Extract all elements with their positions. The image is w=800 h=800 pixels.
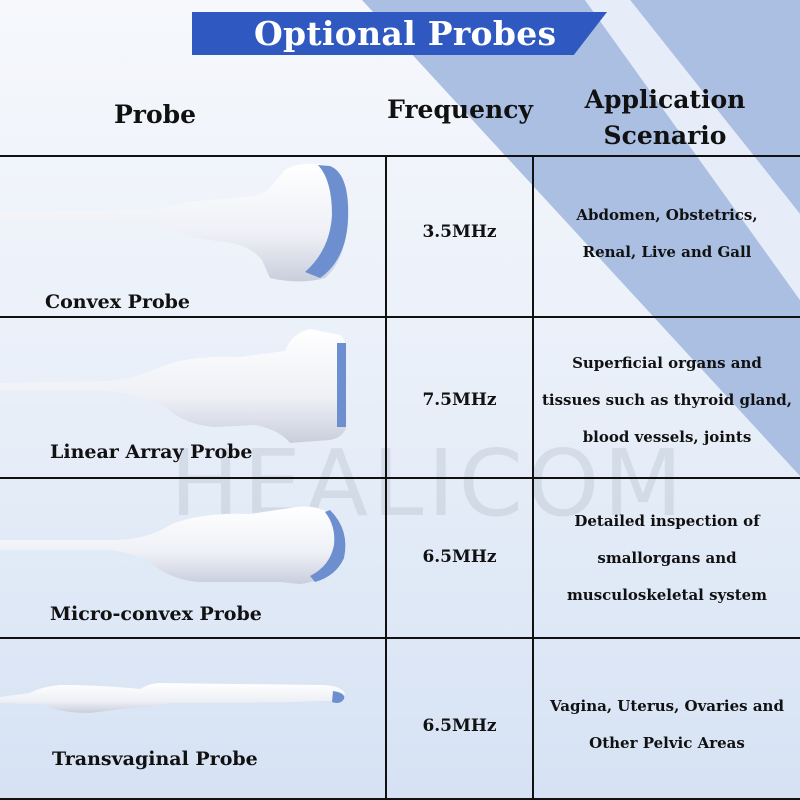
table-divider	[0, 155, 800, 157]
application-line: Other Pelvic Areas	[589, 734, 745, 752]
application-line: tissues such as thyroid gland,	[541, 391, 793, 409]
application-line: Superficial organs and	[572, 354, 762, 372]
frequency-value: 7.5MHz	[422, 390, 497, 410]
frequency-value: 3.5MHz	[422, 222, 497, 242]
application-line: Abdomen, Obstetrics,	[576, 206, 758, 224]
column-header-application-line1: Application	[584, 85, 746, 114]
frequency-value: 6.5MHz	[422, 547, 497, 567]
application-line: Detailed inspection of	[574, 512, 760, 530]
column-header-probe: Probe	[113, 100, 197, 129]
application-line: musculoskeletal system	[566, 586, 768, 604]
frequency-value: 6.5MHz	[422, 716, 497, 736]
application-line: Vagina, Uterus, Ovaries and	[550, 697, 784, 715]
convex-probe-icon	[0, 163, 349, 282]
probe-name: Micro-convex Probe	[50, 603, 262, 625]
table-divider	[0, 798, 800, 800]
probe-name: Transvaginal Probe	[52, 748, 258, 770]
page-title: Optional Probes	[254, 14, 557, 53]
application-text: Abdomen, Obstetrics, Renal, Live and Gal…	[534, 197, 800, 271]
title-banner: Optional Probes	[192, 12, 607, 55]
table-divider	[0, 637, 800, 639]
application-text: Superficial organs and tissues such as t…	[534, 345, 800, 456]
transvaginal-probe-icon	[0, 683, 345, 713]
table-divider	[0, 316, 800, 318]
column-divider	[532, 155, 534, 800]
column-header-application: Application Scenario	[560, 82, 770, 154]
column-header-application-line2: Scenario	[603, 121, 727, 150]
probe-name: Linear Array Probe	[50, 441, 253, 463]
table-divider	[0, 477, 800, 479]
application-line: smallorgans and	[597, 549, 737, 567]
application-line: Renal, Live and Gall	[582, 243, 752, 261]
micro-convex-probe-icon	[0, 506, 346, 584]
column-divider	[385, 155, 387, 800]
probe-name: Convex Probe	[45, 291, 191, 313]
application-text: Vagina, Uterus, Ovaries and Other Pelvic…	[534, 688, 800, 762]
column-header-frequency: Frequency	[387, 95, 533, 124]
application-line: blood vessels, joints	[582, 428, 752, 446]
application-text: Detailed inspection of smallorgans and m…	[534, 503, 800, 614]
linear-probe-icon	[0, 329, 346, 443]
